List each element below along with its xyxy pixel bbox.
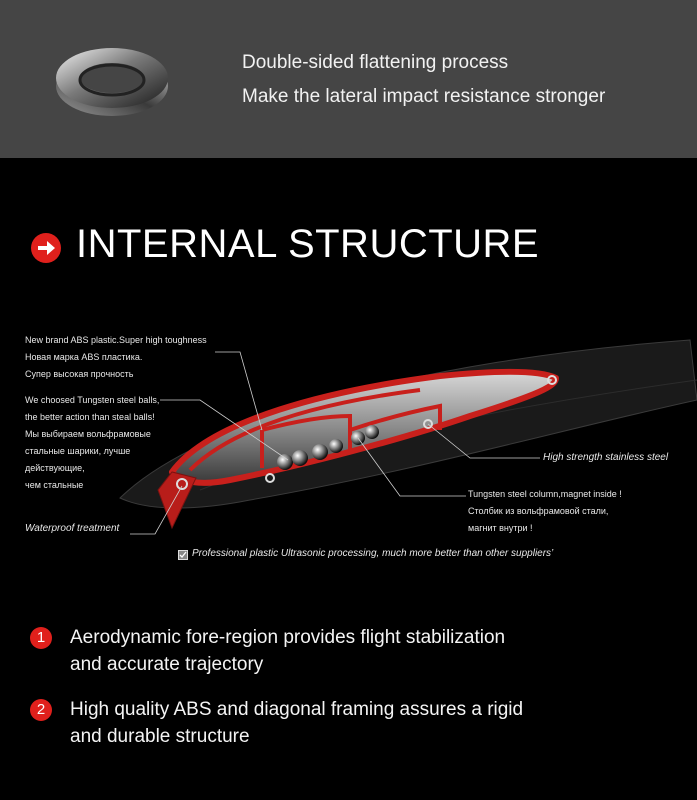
lure-diagram <box>119 339 697 535</box>
section-title: INTERNAL STRUCTURE <box>76 222 540 266</box>
leader-stainless <box>427 423 540 459</box>
inner-frame <box>188 388 442 472</box>
feature-number-badge: 2 <box>30 699 52 721</box>
note-waterproof: Waterproof treatment <box>25 523 120 534</box>
top-band: Double-sided flattening process Make the… <box>0 0 697 158</box>
leader-waterproof <box>130 485 183 535</box>
professional-note-text: Professional plastic Ultrasonic processi… <box>192 548 554 559</box>
header-line-1: Double-sided flattening process <box>242 52 509 73</box>
note-abs-plastic: New brand ABS plastic.Super high toughne… <box>25 335 207 379</box>
checkbox-icon <box>178 550 188 560</box>
feature-text: High quality ABS and diagonal framing as… <box>70 699 524 747</box>
leader-column <box>357 437 466 497</box>
note-stainless-steel: High strength stainless steel <box>543 452 669 463</box>
leader-tungsten <box>160 399 289 461</box>
note-tungsten-column: Tungsten steel column,magnet inside ! Ст… <box>468 489 622 533</box>
note-tungsten-balls: We choosed Tungsten steel balls, the bet… <box>25 395 160 490</box>
header-line-2: Make the lateral impact resistance stron… <box>242 86 606 107</box>
split-ring-icon <box>56 48 168 116</box>
feature-number-badge: 1 <box>30 627 52 649</box>
feature-text: Aerodynamic fore-region provides flight … <box>70 627 506 675</box>
leader-abs <box>215 351 263 431</box>
arrow-right-circle-icon <box>31 233 61 263</box>
